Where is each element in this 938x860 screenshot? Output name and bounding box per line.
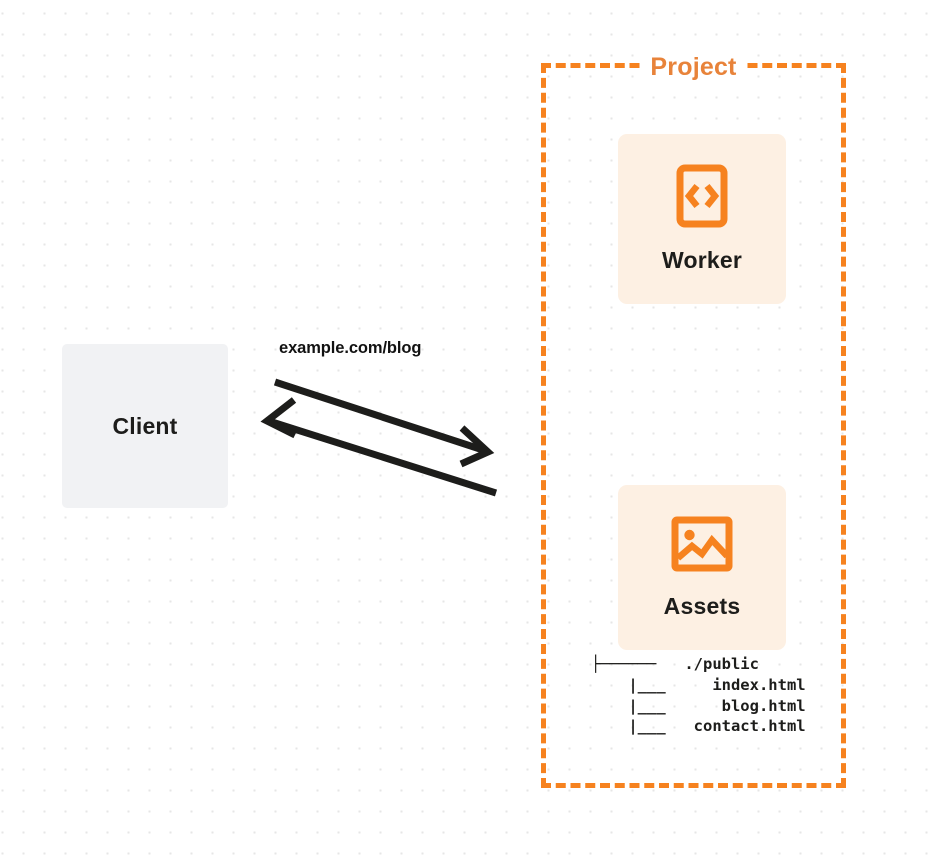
image-icon <box>671 516 733 577</box>
worker-node[interactable]: Worker <box>618 134 786 304</box>
client-label: Client <box>112 412 178 439</box>
project-container: Project Worker Assets <box>541 52 846 788</box>
assets-node[interactable]: Assets <box>618 485 786 650</box>
connection-label: example.com/blog <box>279 339 422 357</box>
file-tree-line-root: ├────── ./public <box>591 655 759 673</box>
assets-file-tree: ├────── ./public |___ index.html |___ bl… <box>591 654 806 737</box>
file-tree-line-index: |___ index.html <box>591 675 806 694</box>
request-arrow <box>273 378 495 468</box>
file-tree-line-blog: |___ blog.html <box>591 696 806 715</box>
connection-arrows <box>260 378 498 497</box>
project-title: Project <box>641 52 746 82</box>
worker-label: Worker <box>661 247 743 273</box>
assets-label: Assets <box>663 592 741 619</box>
client-node[interactable]: Client <box>62 344 228 508</box>
response-arrow <box>260 397 498 497</box>
file-tree-line-contact: |___ contact.html <box>591 717 806 736</box>
code-brackets-icon <box>676 164 728 233</box>
